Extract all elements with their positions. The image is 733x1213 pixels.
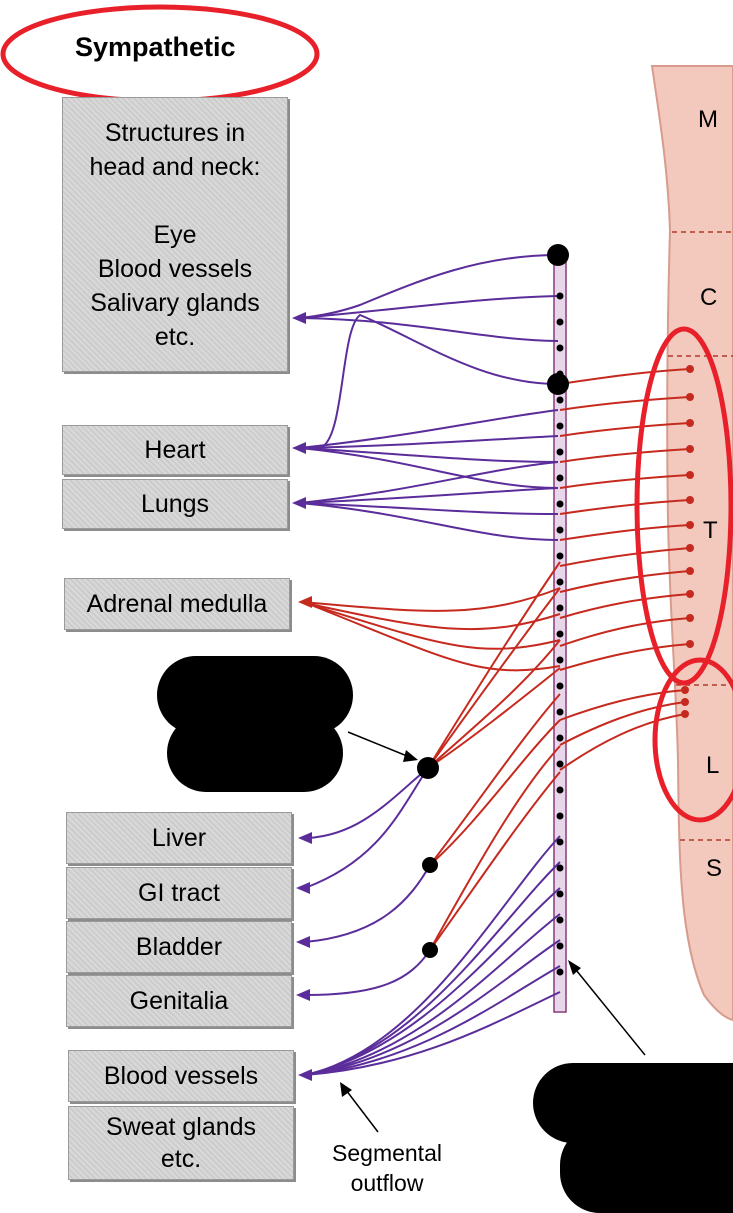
trunk-ganglion-dot — [556, 526, 564, 534]
trunk-ganglion-dot — [556, 682, 564, 690]
trunk-ganglion-dot — [556, 500, 564, 508]
ventral-root-dot — [686, 544, 694, 552]
pointer-arrows — [345, 731, 646, 1133]
trunk-ganglion-dot — [556, 396, 564, 404]
region-label-s: S — [706, 855, 723, 882]
trunk-ganglion-dot — [556, 968, 564, 976]
trunk-ganglion-dot — [556, 318, 564, 326]
celiac-ganglion — [417, 757, 439, 779]
target-gi-tract: GI tract — [66, 867, 292, 919]
ventral-root-dot — [686, 419, 694, 427]
trunk-ganglion-dot — [556, 942, 564, 950]
ventral-root-dot — [686, 445, 694, 453]
trunk-ganglion-dot — [556, 630, 564, 638]
target-genitalia: Genitalia — [66, 975, 292, 1027]
trunk-ganglion-dot — [556, 656, 564, 664]
target-heart: Heart — [62, 425, 288, 475]
diagram-title: Sympathetic — [75, 32, 236, 62]
region-label-t: T — [703, 517, 718, 544]
inferior-mesenteric-ganglion — [422, 942, 438, 958]
ventral-root-dot — [686, 640, 694, 648]
trunk-ganglion-dot — [556, 890, 564, 898]
preganglionic-fibers — [301, 368, 691, 951]
postganglionic-fibers — [299, 254, 561, 1076]
ventral-root-dot — [686, 471, 694, 479]
trunk-ganglion-dot — [556, 552, 564, 560]
target-bladder: Bladder — [66, 921, 292, 973]
ventral-root-dot — [686, 590, 694, 598]
segmental-outflow-caption: Segmental outflow — [332, 1140, 442, 1196]
target-sweat-glands: Sweat glands etc. — [68, 1106, 294, 1180]
stellate-ganglion — [547, 373, 569, 395]
trunk-ganglion-dot — [556, 760, 564, 768]
target-lungs: Lungs — [62, 479, 288, 529]
ventral-root-dots — [681, 365, 694, 718]
ventral-root-dot — [686, 567, 694, 575]
arrowheads — [292, 312, 312, 1081]
trunk-ganglion-dot — [556, 838, 564, 846]
pointer-arrowheads — [340, 750, 581, 1097]
superior-mesenteric-ganglion — [422, 857, 438, 873]
trunk-ganglion-dot — [556, 708, 564, 716]
region-label-c: C — [700, 284, 718, 311]
redacted-label-ganglion-lower — [167, 714, 343, 792]
ventral-root-dot — [681, 698, 689, 706]
target-liver: Liver — [66, 812, 292, 864]
trunk-ganglion-dot — [556, 292, 564, 300]
trunk-ganglion-dot — [556, 916, 564, 924]
region-label-m: M — [698, 106, 718, 133]
trunk-ganglia — [556, 292, 564, 976]
ventral-root-dot — [681, 686, 689, 694]
target-head-neck: Structures in head and neck: Eye Blood v… — [62, 97, 288, 372]
redacted-label-trunk-lower — [560, 1125, 733, 1213]
spinal-cord — [650, 65, 733, 1022]
ventral-root-dot — [681, 710, 689, 718]
trunk-ganglion-dot — [556, 474, 564, 482]
trunk-ganglion-dot — [556, 812, 564, 820]
ventral-root-dot — [686, 365, 694, 373]
target-adrenal-medulla: Adrenal medulla — [64, 578, 290, 630]
ventral-root-dot — [686, 393, 694, 401]
ventral-root-dot — [686, 496, 694, 504]
ventral-root-dot — [686, 614, 694, 622]
target-blood-vessels: Blood vessels — [68, 1050, 294, 1102]
trunk-ganglion-dot — [556, 422, 564, 430]
trunk-ganglion-dot — [556, 864, 564, 872]
superior-cervical-ganglion — [547, 244, 569, 266]
trunk-ganglion-dot — [556, 578, 564, 586]
trunk-ganglion-dot — [556, 448, 564, 456]
region-label-l: L — [706, 752, 720, 779]
trunk-ganglion-dot — [556, 734, 564, 742]
ventral-root-dot — [686, 521, 694, 529]
trunk-ganglion-dot — [556, 786, 564, 794]
trunk-ganglion-dot — [556, 344, 564, 352]
trunk-ganglion-dot — [556, 604, 564, 612]
